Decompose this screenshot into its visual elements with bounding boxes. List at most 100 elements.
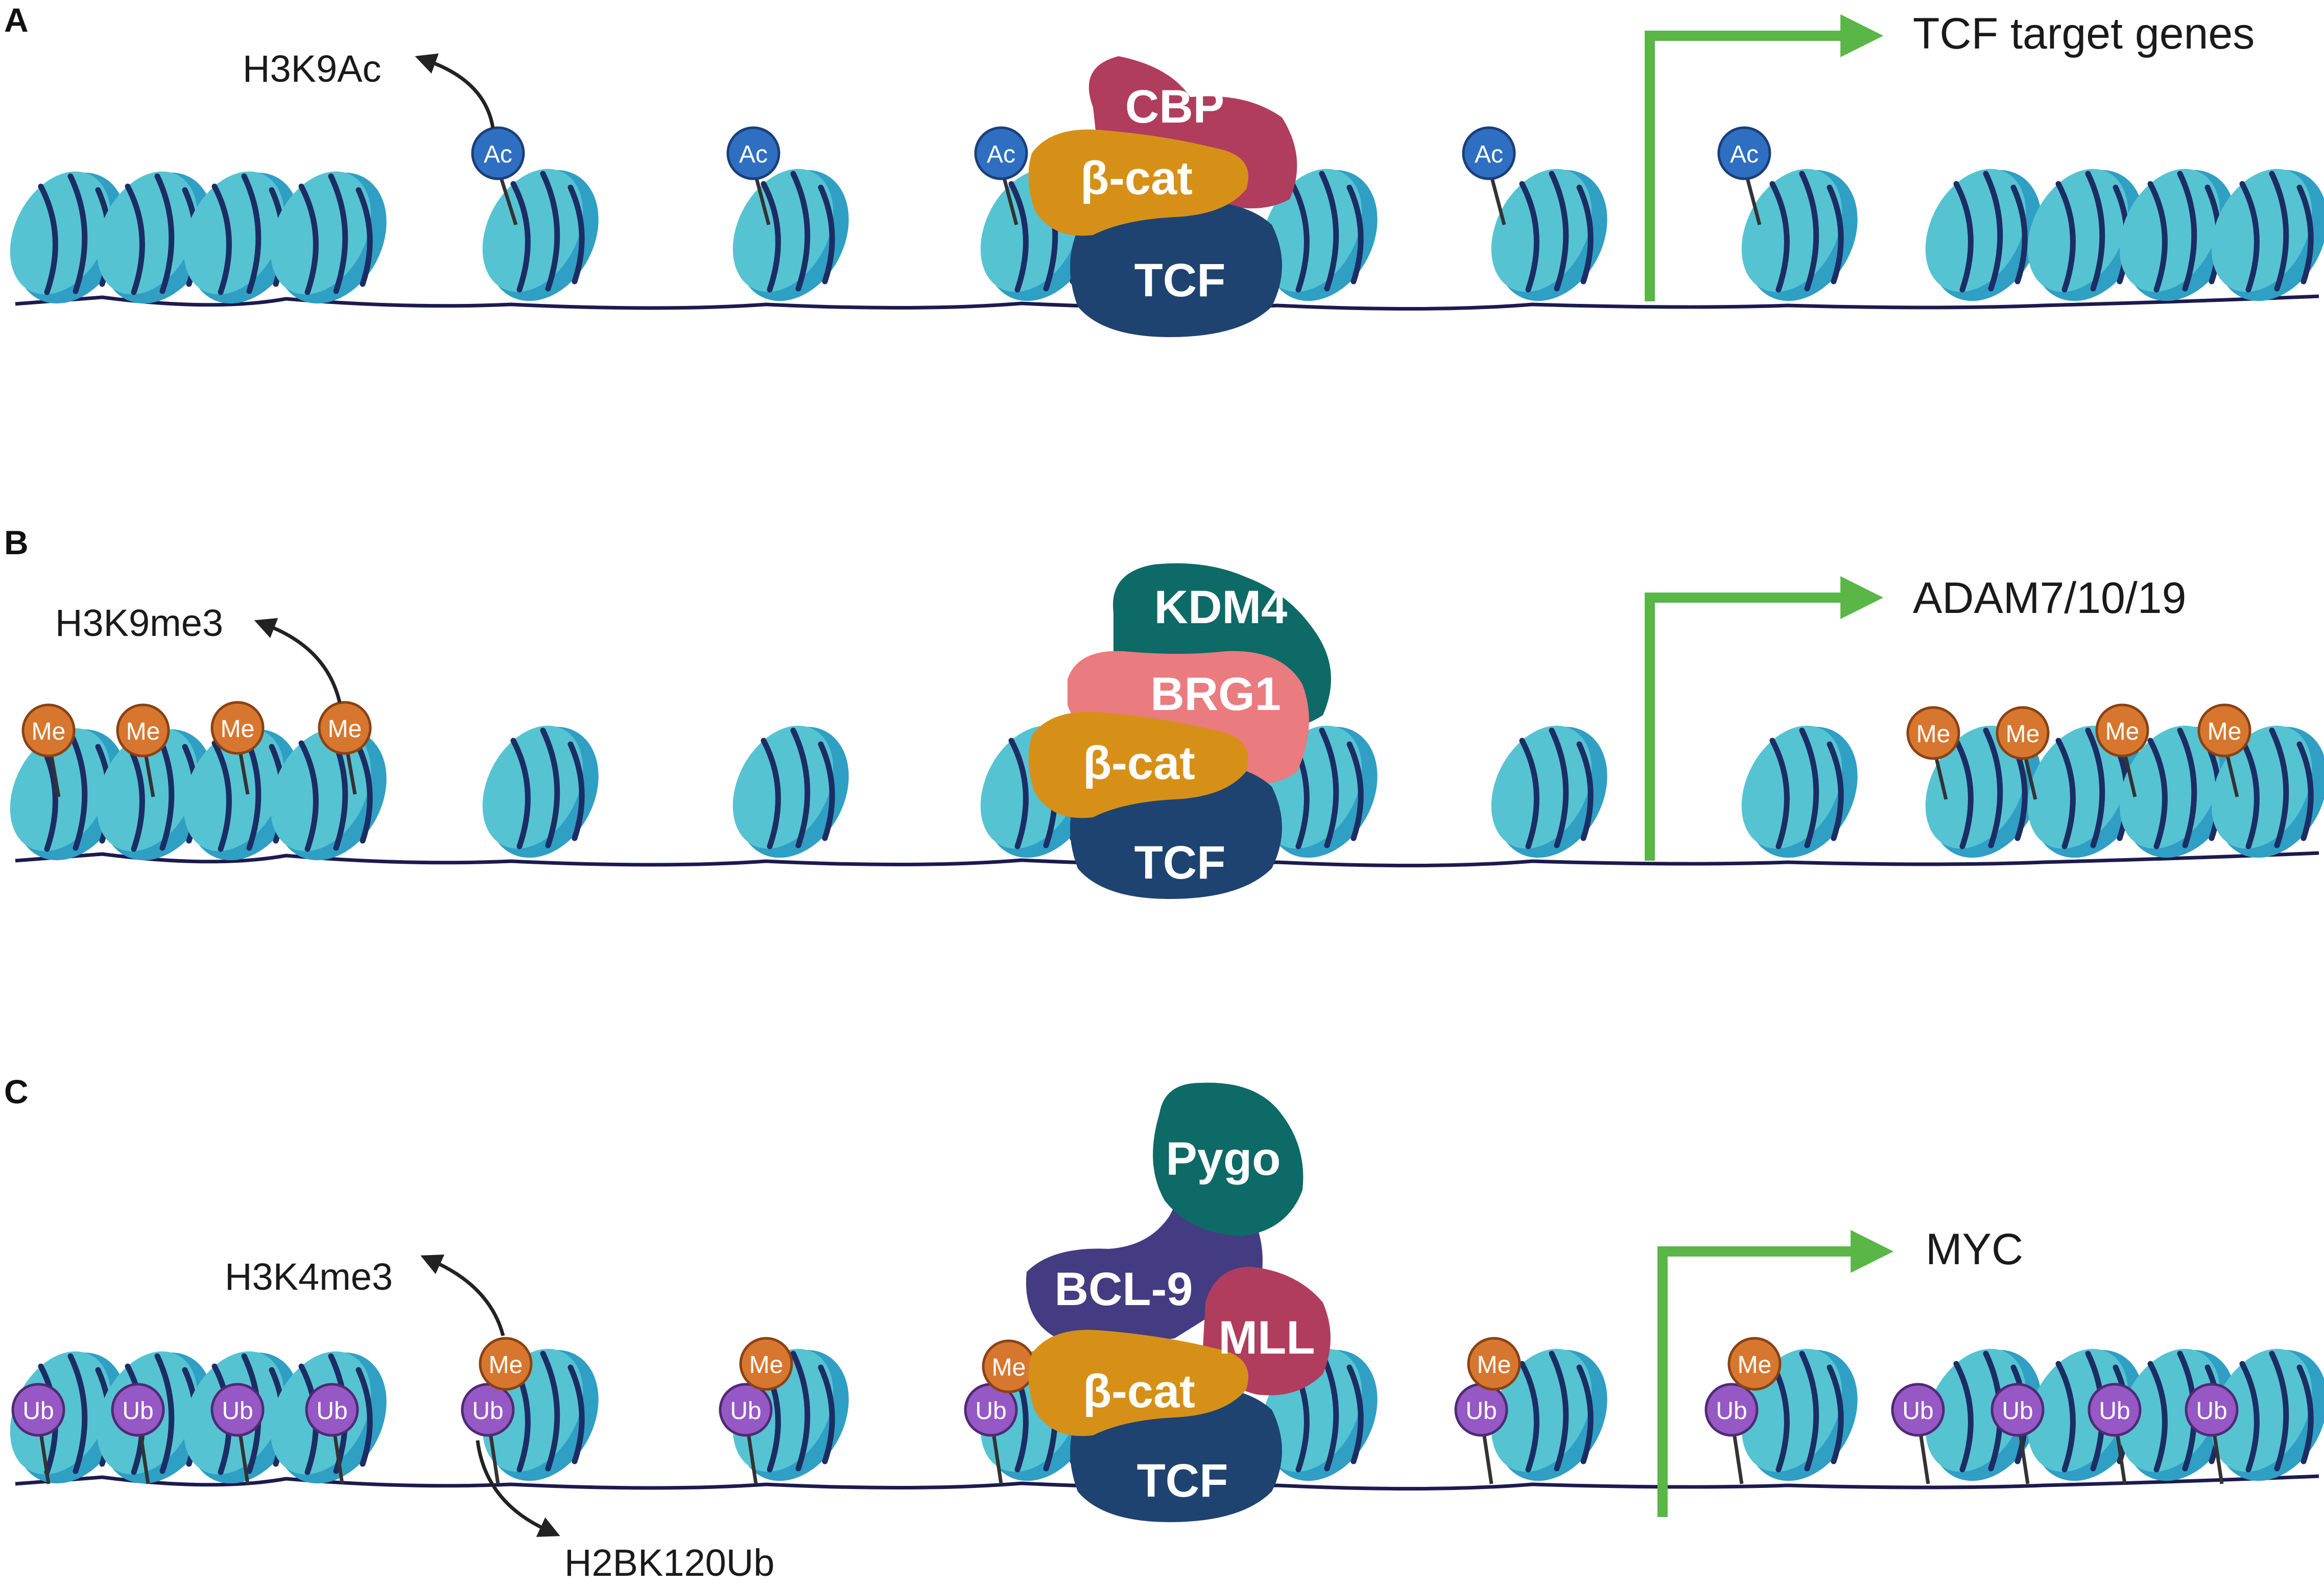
acetyl-tag-text: Ac [484,141,512,168]
ubiquitin-tag-text: Ub [1902,1398,1933,1425]
methyl-tag-text: Me [992,1354,1026,1381]
mark-label-h3k9me3: H3K9me3 [55,602,223,644]
ubiquitin-tags-c: Ub Ub Ub Ub Ub [11,1383,2239,1484]
target-gene-label-b: ADAM7/10/19 [1913,574,2186,623]
methyl-tag: Me [479,1337,533,1391]
panel-a: A Ac [0,1,2324,337]
protein-pygo [1153,1082,1303,1236]
protein-tcf [1070,201,1282,337]
acetyl-tag-text: Ac [1475,141,1503,168]
ubiquitin-tag: Ub [1704,1383,1759,1484]
panel-letter-b: B [4,524,29,561]
methyl-tag-text: Me [2208,718,2242,745]
methyl-tag: Me [1727,1337,1782,1391]
ubiquitin-tag-text: Ub [730,1398,761,1425]
protein-label-beta-cat: β-cat [1083,1365,1195,1417]
panel-b: B Me [0,524,2324,899]
ubiquitin-tag-text: Ub [1465,1398,1497,1425]
panel-letter-a: A [4,1,29,39]
transcription-arrow-c [1657,1230,1894,1517]
ubiquitin-tag-text: Ub [22,1398,54,1425]
transcription-arrow-b [1645,576,1884,861]
protein-label-kdm4: KDM4 [1154,581,1288,633]
ubiquitin-tag: Ub [2185,1383,2239,1484]
methyl-tag: Me [21,703,76,797]
acetyl-tag: Ac [974,126,1028,225]
ubiquitin-tag-text: Ub [1716,1398,1747,1425]
ubiquitin-tag: Ub [1891,1383,1945,1484]
ubiquitin-tag-text: Ub [2196,1398,2227,1425]
methyl-tag: Me [210,701,265,795]
acetyl-tags-a: Ac Ac Ac Ac Ac [471,126,1771,226]
protein-label-brg1: BRG1 [1150,668,1281,720]
protein-beta-cat [1028,712,1248,818]
methyl-tag: Me [116,703,170,797]
methyl-tags-c: Me Me Me Me Me [479,1337,1782,1393]
ubiquitin-tag: Ub [111,1383,165,1484]
methyl-tag: Me [982,1339,1036,1393]
methyl-tag-text: Me [2105,718,2140,745]
ubiquitin-tag: Ub [305,1383,359,1484]
ubiquitin-tag-text: Ub [975,1398,1006,1425]
ubiquitin-tag: Ub [2088,1383,2142,1484]
methyl-tag-text: Me [2006,721,2040,748]
ubiquitin-tag: Ub [1990,1383,2045,1484]
acetyl-tag-text: Ac [739,141,768,168]
ubiquitin-tag-text: Ub [122,1398,153,1425]
acetyl-tag: Ac [1717,126,1771,225]
protein-label-tcf: TCF [1137,1455,1228,1507]
protein-label-cbp: CBP [1125,81,1224,133]
methyl-tag: Me [1467,1337,1521,1391]
ubiquitin-tag-text: Ub [2099,1398,2130,1425]
ubiquitin-tag: Ub [11,1383,65,1484]
methyl-tag-text: Me [749,1352,784,1379]
nucleosome-cluster-left-a [0,153,409,323]
ubiquitin-tag-text: Ub [472,1398,503,1425]
methyl-tag: Me [2095,703,2149,797]
target-gene-label-c: MYC [1926,1225,2023,1274]
methyl-tag-text: Me [1738,1352,1772,1379]
protein-beta-cat [1028,129,1248,236]
acetyl-tag: Ac [471,126,525,226]
protein-complex-c: Pygo BCL-9 MLL β-cat TCF [1026,1082,1331,1522]
ubiquitin-tag: Ub [1454,1383,1508,1484]
ubiquitin-tag-text: Ub [222,1398,253,1425]
methyl-tag: Me [2197,703,2251,797]
mark-arrow-a [415,53,495,128]
panel-c: C Ub [0,1073,2324,1584]
methyl-tag: Me [1996,706,2050,800]
methyl-tag-text: Me [32,718,66,745]
protein-label-beta-cat: β-cat [1080,152,1193,204]
ub-mark-arrow-c [476,1440,560,1537]
target-gene-label-a: TCF target genes [1913,9,2255,58]
protein-label-beta-cat: β-cat [1083,737,1195,789]
acetyl-tag: Ac [1462,126,1516,225]
protein-complex-b: KDM4 BRG1 β-cat TCF [1028,563,1331,899]
protein-label-tcf: TCF [1134,837,1226,889]
protein-complex-a: CBP β-cat TCF [1028,56,1297,337]
protein-beta-cat [1028,1330,1248,1436]
mark-label-h3k4me3: H3K4me3 [225,1256,393,1298]
methyl-tag-text: Me [328,716,362,743]
ubiquitin-tag: Ub [461,1383,515,1484]
mark-label-h2bk120ub: H2BK120Ub [564,1542,774,1584]
nucleosome-cluster-right-a [1905,151,2324,320]
acetyl-tag-text: Ac [987,141,1015,168]
protein-label-bcl9: BCL-9 [1055,1263,1193,1315]
methyl-tag: Me [739,1337,793,1391]
ubiquitin-tag-text: Ub [2002,1398,2033,1425]
mark-label-h3k9ac: H3K9Ac [243,48,381,90]
panel-letter-c: C [4,1073,29,1110]
mark-arrow-c [420,1254,505,1336]
methyl-tag-text: Me [1477,1352,1511,1379]
protein-label-pygo: Pygo [1166,1133,1281,1185]
methyl-tag: Me [1906,706,1960,800]
methyl-tag: Me [318,701,372,795]
protein-label-tcf: TCF [1134,254,1226,306]
transcription-arrow-a [1645,14,1884,301]
methyl-tag-text: Me [489,1352,523,1379]
acetyl-tag-text: Ac [1730,141,1759,168]
acetyl-tag: Ac [726,126,780,225]
ubiquitin-tag-text: Ub [316,1398,347,1425]
